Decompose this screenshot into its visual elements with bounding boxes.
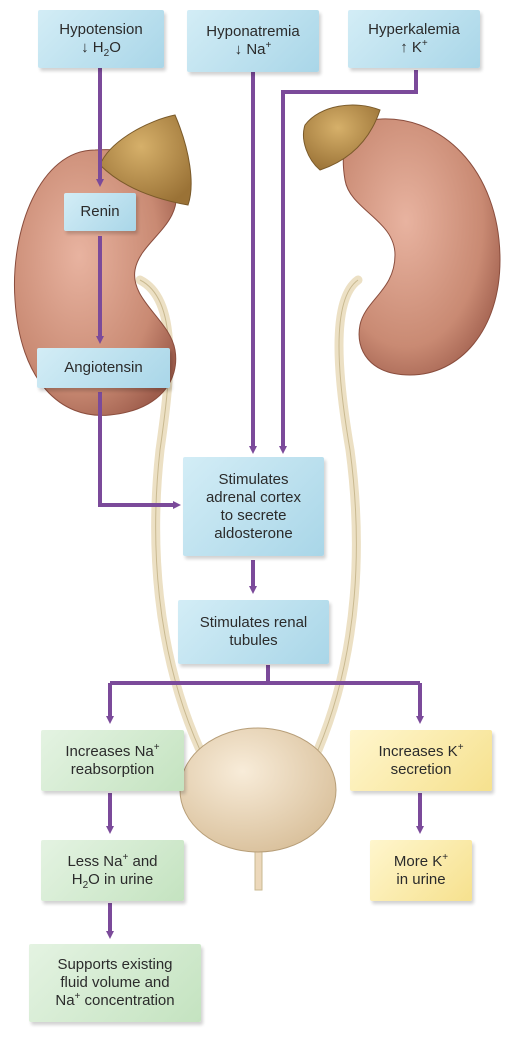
- k-secretion-line-1: Increases K+: [378, 741, 464, 760]
- more-k-box: More K+ in urine: [370, 840, 472, 901]
- hypotension-symbol: ↓ H2O: [81, 39, 121, 59]
- less-na-line-2: H2O in urine: [71, 870, 154, 891]
- k-secretion-line-2: secretion: [390, 760, 452, 778]
- hyperkalemia-box: Hyperkalemia ↑ K+: [348, 10, 480, 68]
- angiotensin-box: Angiotensin: [37, 348, 170, 388]
- supports-line-2: fluid volume and: [60, 974, 170, 991]
- adrenal-line-3: to secrete: [220, 506, 287, 524]
- hyperkalemia-symbol: ↑ K+: [400, 38, 428, 57]
- renal-tubules-box: Stimulates renal tubules: [178, 600, 329, 664]
- renin-label: Renin: [80, 203, 120, 220]
- adrenal-cortex-box: Stimulates adrenal cortex to secrete ald…: [183, 457, 324, 556]
- right-ureter-outline: [317, 279, 359, 751]
- less-na-box: Less Na+ and H2O in urine: [41, 840, 184, 901]
- hyponatremia-box: Hyponatremia ↓ Na+: [187, 10, 319, 72]
- urinary-bladder: [179, 727, 337, 853]
- supports-box: Supports existing fluid volume and Na+ c…: [29, 944, 201, 1022]
- more-k-line-2: in urine: [396, 870, 446, 888]
- hyperkalemia-label: Hyperkalemia: [368, 21, 460, 38]
- renin-box: Renin: [64, 193, 136, 231]
- more-k-line-1: More K+: [393, 851, 449, 870]
- angiotensin-label: Angiotensin: [64, 359, 143, 376]
- arrow-lines: [96, 66, 424, 939]
- na-reabsorption-line-2: reabsorption: [70, 760, 155, 778]
- arrow-tubules-branch: [110, 665, 420, 685]
- right-ureter: [313, 275, 363, 755]
- supports-line-1: Supports existing: [57, 956, 173, 973]
- tubules-line-2: tubules: [229, 632, 278, 649]
- hypotension-label: Hypotension: [59, 21, 143, 38]
- k-secretion-box: Increases K+ secretion: [350, 730, 492, 791]
- na-reabsorption-line-1: Increases Na+: [65, 741, 160, 760]
- hyponatremia-symbol: ↓ Na+: [234, 40, 272, 59]
- supports-line-3: Na+ concentration: [55, 991, 175, 1010]
- right-kidney: [342, 118, 501, 376]
- na-reabsorption-box: Increases Na+ reabsorption: [41, 730, 184, 791]
- tubules-line-1: Stimulates renal: [199, 614, 308, 631]
- arrow-hyperkalemia-adrenal: [279, 70, 418, 454]
- less-na-line-1: Less Na+ and: [67, 851, 158, 870]
- adrenal-line-1: Stimulates: [218, 470, 289, 488]
- arrow-angiotensin-adrenal: [98, 392, 181, 509]
- adrenal-line-2: adrenal cortex: [205, 488, 302, 506]
- left-ureter-outline: [139, 279, 201, 751]
- left-adrenal-gland: [99, 114, 192, 206]
- right-adrenal-gland: [303, 104, 381, 171]
- hypotension-box: Hypotension ↓ H2O: [38, 10, 164, 68]
- adrenal-line-4: aldosterone: [214, 524, 293, 542]
- hyponatremia-label: Hyponatremia: [206, 23, 300, 40]
